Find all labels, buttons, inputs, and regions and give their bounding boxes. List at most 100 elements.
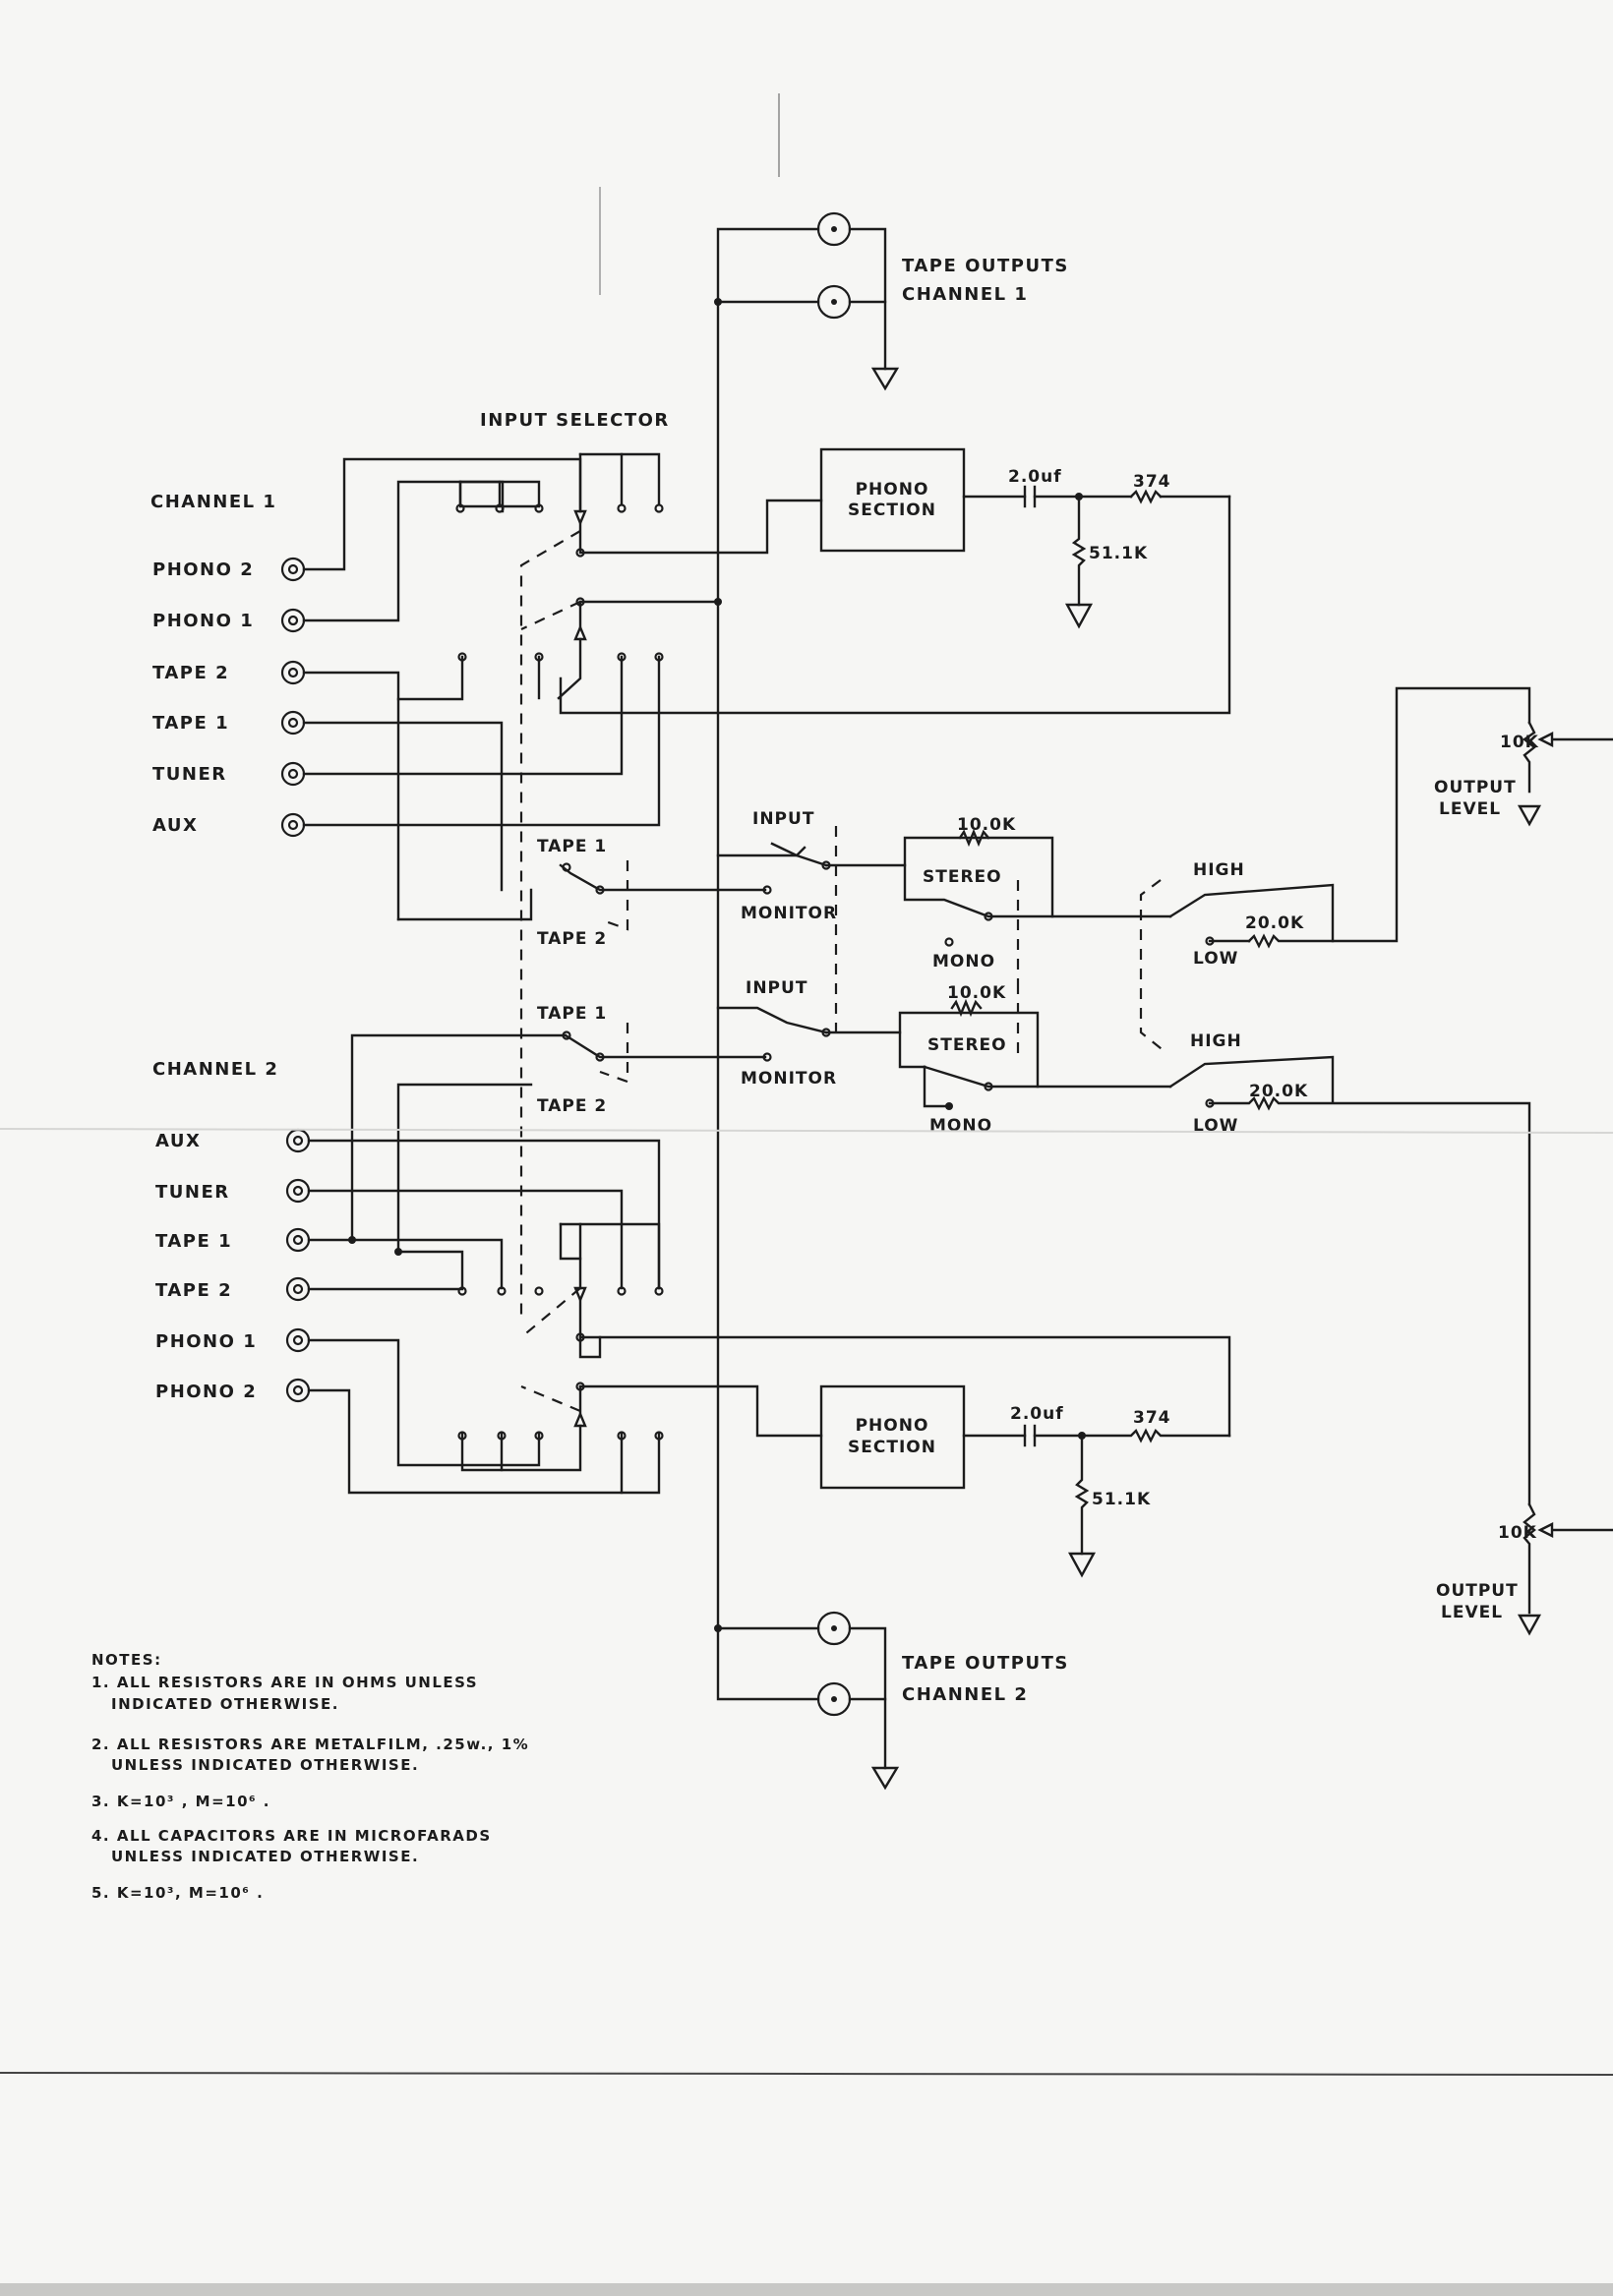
switch-label: TAPE 2 (537, 1096, 607, 1116)
high-label: HIGH (1190, 1031, 1242, 1051)
channel-2-header: CHANNEL 2 (152, 1059, 278, 1080)
notes-line: INDICATED OTHERWISE. (111, 1695, 339, 1713)
page-bottom-rule (0, 2072, 1613, 2076)
capacitor-label: 2.0uf (1008, 467, 1062, 487)
ch1-input-monitor-switch: INPUT 10.0K (752, 809, 1054, 983)
notes-line: 4. ALL CAPACITORS ARE IN MICROFARADS (91, 1827, 492, 1845)
monitor-label: MONITOR (741, 904, 837, 923)
series-resistor-label: 374 (1133, 1408, 1171, 1428)
shunt-resistor-label: 51.1K (1089, 544, 1148, 563)
switch-label: TAPE 1 (537, 837, 607, 856)
ch2-input-jack (285, 1128, 311, 1153)
ch1-input-label: PHONO 2 (152, 559, 254, 580)
mono-label: MONO (932, 952, 995, 971)
phono-section-label: PHONO (856, 1416, 929, 1436)
switch-label: TAPE 2 (537, 929, 607, 949)
ch1-output-level: 10K OUTPUT LEVEL (1434, 721, 1613, 827)
capacitor-label: 2.0uf (1010, 1404, 1064, 1424)
ch1-input-jack (280, 812, 306, 838)
tape-outputs-ch1-line2: CHANNEL 1 (902, 284, 1028, 305)
notes-line: 1. ALL RESISTORS ARE IN OHMS UNLESS (91, 1674, 478, 1691)
input-selector-title: INPUT SELECTOR (480, 410, 670, 431)
notes-block: NOTES: 1. ALL RESISTORS ARE IN OHMS UNLE… (91, 1651, 529, 1902)
ch1-input-label: PHONO 1 (152, 611, 254, 631)
tape-outputs-ch1-line1: TAPE OUTPUTS (902, 256, 1069, 276)
output-level-label: OUTPUT (1436, 1581, 1519, 1601)
input-label: INPUT (752, 809, 814, 829)
notes-line: UNLESS INDICATED OTHERWISE. (111, 1756, 419, 1774)
output-level-label: OUTPUT (1434, 778, 1517, 797)
notes-heading: NOTES: (91, 1651, 162, 1669)
notes-line: 2. ALL RESISTORS ARE METALFILM, .25w., 1… (91, 1736, 529, 1753)
paper-fold (0, 1128, 1613, 1134)
ch2-input-label: TAPE 1 (155, 1231, 232, 1252)
resistor-label: 10.0K (947, 983, 1006, 1003)
ch1-input-label: TUNER (152, 764, 227, 785)
notes-line: 5. K=10³, M=10⁶ . (91, 1884, 264, 1902)
phono-section-label: SECTION (848, 500, 936, 520)
ch2-input-jack (285, 1327, 311, 1353)
pot-label: 10K (1498, 1523, 1537, 1543)
ch1-input-jack (280, 710, 306, 736)
channel-1-input-jacks: PHONO 2 PHONO 1 TAPE 2 TAPE 1 TUNER AUX (152, 457, 661, 921)
ch1-phono-section: PHONO SECTION 2.0uf 374 51.1K (819, 447, 1231, 629)
ground-symbol (870, 1766, 900, 1791)
ch1-input-jack (280, 660, 306, 685)
ch2-high-low-switch: HIGH LOW 20.0K (834, 983, 1531, 1506)
ground-symbol (870, 367, 900, 391)
ch2-tape-monitor-switch: TAPE 1 TAPE 2 MONITOR (537, 1004, 836, 1116)
notes-line: 3. K=10³ , M=10⁶ . (91, 1793, 270, 1810)
channel-2-section: CHANNEL 2 AUX TUNER TAPE 1 TAPE 2 PHONO … (152, 854, 1613, 1791)
ch2-stereo-mono-switch: STEREO MONO (923, 983, 1172, 1136)
phono-section-box (819, 1384, 966, 1490)
ch2-input-jack (285, 1227, 311, 1253)
channel-2-input-jacks: AUX TUNER TAPE 1 TAPE 2 PHONO 1 PHONO 2 (155, 1033, 661, 1495)
shunt-resistor-label: 51.1K (1092, 1490, 1151, 1509)
ch2-input-label: AUX (155, 1131, 201, 1151)
ch2-phono-section: PHONO SECTION 2.0uf 374 51.1K (819, 1384, 1231, 1578)
ch1-input-jack (280, 557, 306, 582)
channel-1-section: TAPE OUTPUTS CHANNEL 1 INPUT SELECTOR CH… (150, 211, 1613, 1318)
notes-line: UNLESS INDICATED OTHERWISE. (111, 1848, 419, 1865)
mono-label: MONO (929, 1116, 992, 1136)
ch2-selector-decks (457, 1222, 1231, 1495)
ch2-input-jack (285, 1178, 311, 1204)
input-label: INPUT (746, 978, 807, 998)
output-level-label: LEVEL (1439, 799, 1501, 819)
ch1-input-jack (280, 761, 306, 787)
stereo-label: STEREO (927, 1035, 1007, 1055)
switch-label: TAPE 1 (537, 1004, 607, 1024)
ch1-selector-deck-a (455, 452, 823, 558)
ch2-input-label: PHONO 2 (155, 1382, 257, 1402)
ch2-input-label: TUNER (155, 1182, 230, 1203)
ch1-stereo-mono-switch: STEREO MONO (903, 863, 1172, 983)
high-label: HIGH (1193, 860, 1245, 880)
resistor-label: 10.0K (957, 815, 1016, 835)
phono-section-box (819, 447, 966, 553)
ch1-input-label: TAPE 1 (152, 713, 229, 734)
ch1-selector-gang (520, 601, 581, 630)
ch1-selector-gang (519, 530, 581, 1318)
ch2-input-monitor-switch: INPUT 10.0K (716, 978, 1040, 1089)
scan-edge (0, 2283, 1613, 2296)
phono-section-label: SECTION (848, 1438, 936, 1457)
ch2-input-label: TAPE 2 (155, 1280, 232, 1301)
output-level-label: LEVEL (1441, 1603, 1503, 1622)
ch2-input-label: PHONO 1 (155, 1331, 257, 1352)
ch1-input-jack (280, 608, 306, 633)
ch1-high-low-switch: HIGH LOW 20.0K (1139, 686, 1531, 1053)
resistor-label: 20.0K (1249, 1082, 1308, 1101)
low-label: LOW (1193, 949, 1238, 969)
ch2-input-jack (285, 1378, 311, 1403)
ch1-selector-deck-b (457, 495, 1231, 715)
pot-label: 10K (1500, 733, 1539, 752)
ch2-input-jack (285, 1276, 311, 1302)
tape-outputs-ch2: TAPE OUTPUTS CHANNEL 2 (714, 854, 1069, 1791)
ch1-input-label: TAPE 2 (152, 663, 229, 683)
stereo-label: STEREO (923, 867, 1002, 887)
tape-outputs-ch2-line1: TAPE OUTPUTS (902, 1653, 1069, 1674)
tape-outputs-ch2-line2: CHANNEL 2 (902, 1684, 1028, 1705)
ch1-input-label: AUX (152, 815, 198, 836)
